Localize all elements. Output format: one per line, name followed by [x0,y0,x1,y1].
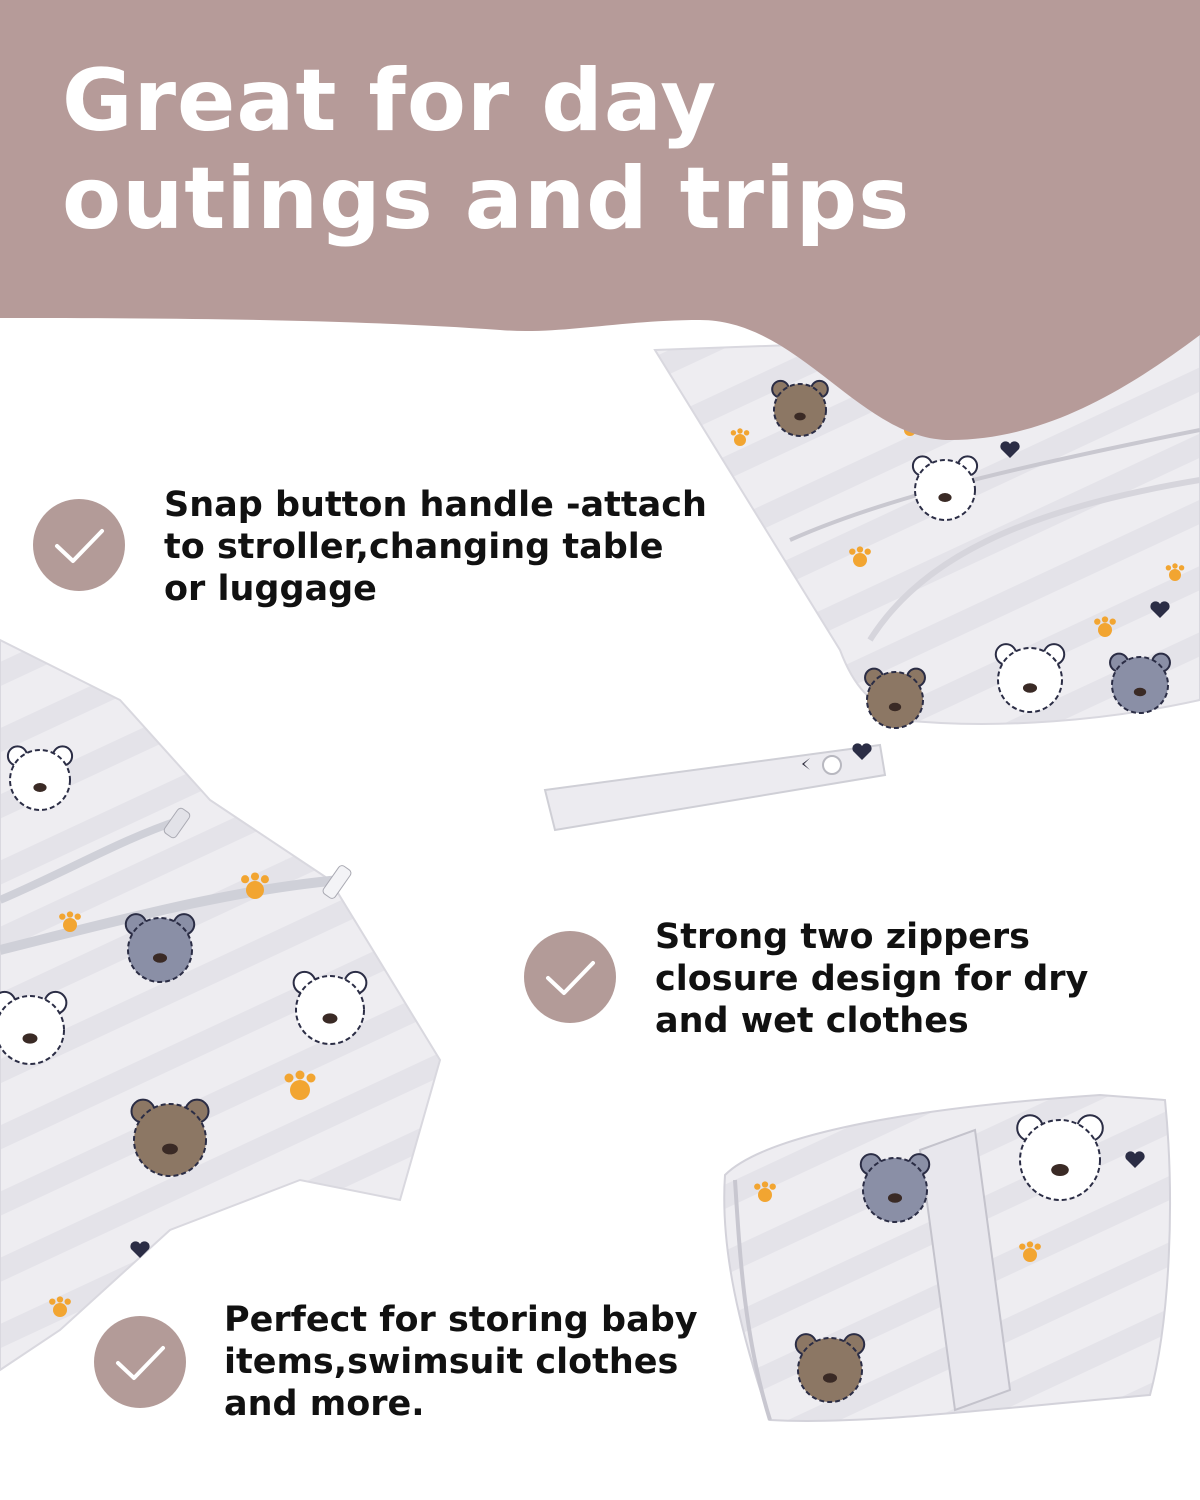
paw-icon [1098,623,1112,637]
feature-3-check-badge [94,1316,186,1408]
paw-icon [734,434,746,446]
paw-toe-icon [761,1181,769,1188]
bear-face-icon [797,1337,863,1403]
feature-3-line-1: Perfect for storing baby [224,1300,698,1340]
paw-toe-icon [250,872,260,881]
paw-toe-icon [306,1073,316,1083]
bear-nose-icon [887,1193,903,1203]
paw-toe-icon [74,913,81,920]
paw-toe-icon [856,546,864,553]
feature-1-text: Snap button handle -attach to stroller,c… [164,484,707,610]
top-banner [0,0,1200,440]
bear-nose-icon [794,412,806,421]
paw-toe-icon [284,1073,294,1083]
bear-face-icon [773,383,827,437]
bear-face-icon [0,995,65,1065]
bear-nose-icon [822,1373,838,1383]
paw-toe-icon [49,1298,56,1305]
paw-toe-icon [754,1183,761,1190]
paw-toe-icon [59,913,66,920]
paw-toe-icon [1172,563,1178,569]
paw-icon [758,1188,772,1202]
heart-icon [852,743,872,760]
bear-face-icon [1111,656,1169,714]
bear-face-icon [862,1157,928,1223]
bear-nose-icon [162,1143,178,1155]
heart-icon [1000,441,1020,458]
paw-toe-icon [295,1070,305,1080]
bear-nose-icon [1133,687,1147,697]
feature-2-line-2: closure design for dry [655,959,1089,999]
paw-toe-icon [56,1296,64,1303]
paw-toe-icon [66,911,74,918]
bear-nose-icon [152,953,168,963]
bear-face-icon [1019,1119,1101,1201]
bear-face-icon [997,647,1063,713]
checkmark-icon [546,961,595,995]
paw-toe-icon [737,428,743,434]
feature-1-line-3: or luggage [164,569,377,609]
bear-face-icon [914,459,976,521]
feature-3-text: Perfect for storing baby items,swimsuit … [224,1299,698,1425]
paw-toe-icon [1109,618,1116,625]
feature-2-line-3: and wet clothes [655,1001,969,1041]
paw-icon [1023,1248,1037,1262]
paw-toe-icon [743,430,750,436]
heart-icon [1150,601,1170,618]
paw-toe-icon [864,548,871,555]
feature-1-line-2: to stroller,changing table [164,527,664,567]
paw-toe-icon [64,1298,71,1305]
paw-icon [1169,569,1181,581]
headline: Great for day outings and trips [62,52,910,248]
paw-toe-icon [1034,1243,1041,1250]
bear-face-icon [866,671,924,729]
bear-face-icon [9,749,71,811]
paw-toe-icon [1094,618,1101,625]
paw-toe-icon [730,430,737,436]
heart-icon [130,1241,150,1258]
checkmark-icon [55,529,104,563]
bear-nose-icon [22,1033,38,1044]
paw-toe-icon [260,875,269,884]
bear-face-icon [133,1103,207,1177]
paw-icon [53,1303,67,1317]
rolled-bag-photo [723,1093,1171,1422]
feature-3-line-3: and more. [224,1384,425,1424]
paw-icon [853,553,867,567]
feature-2-text: Strong two zippers closure design for dr… [655,916,1088,1042]
heart-icon [1125,1151,1145,1168]
bear-nose-icon [33,783,47,792]
paw-toe-icon [1101,616,1109,623]
bear-nose-icon [322,1013,338,1024]
paw-icon [290,1080,310,1100]
paw-icon [63,918,77,932]
bear-nose-icon [938,493,952,502]
headline-line-1: Great for day [62,51,718,151]
headline-line-2: outings and trips [62,149,911,249]
bear-face-icon [127,917,193,983]
bear-print-pattern [0,379,1185,1403]
bear-nose-icon [888,702,902,712]
bear-nose-icon [1022,683,1038,693]
paw-toe-icon [849,548,856,555]
paw-toe-icon [1165,565,1172,571]
paw-toe-icon [1178,565,1185,571]
paw-toe-icon [1019,1243,1026,1250]
checkmark-icon [116,1346,165,1380]
feature-2-line-1: Strong two zippers [655,917,1031,957]
paw-toe-icon [1026,1241,1034,1248]
feature-1-check-badge [33,499,125,591]
feature-1-line-1: Snap button handle -attach [164,485,707,525]
feature-2-check-badge [524,931,616,1023]
feature-3-line-2: items,swimsuit clothes [224,1342,679,1382]
paw-toe-icon [769,1183,776,1190]
paw-icon [246,881,264,899]
bear-face-icon [295,975,365,1045]
paw-toe-icon [241,875,250,884]
bear-nose-icon [1051,1164,1069,1176]
zipper-bag-photo [0,638,442,1372]
